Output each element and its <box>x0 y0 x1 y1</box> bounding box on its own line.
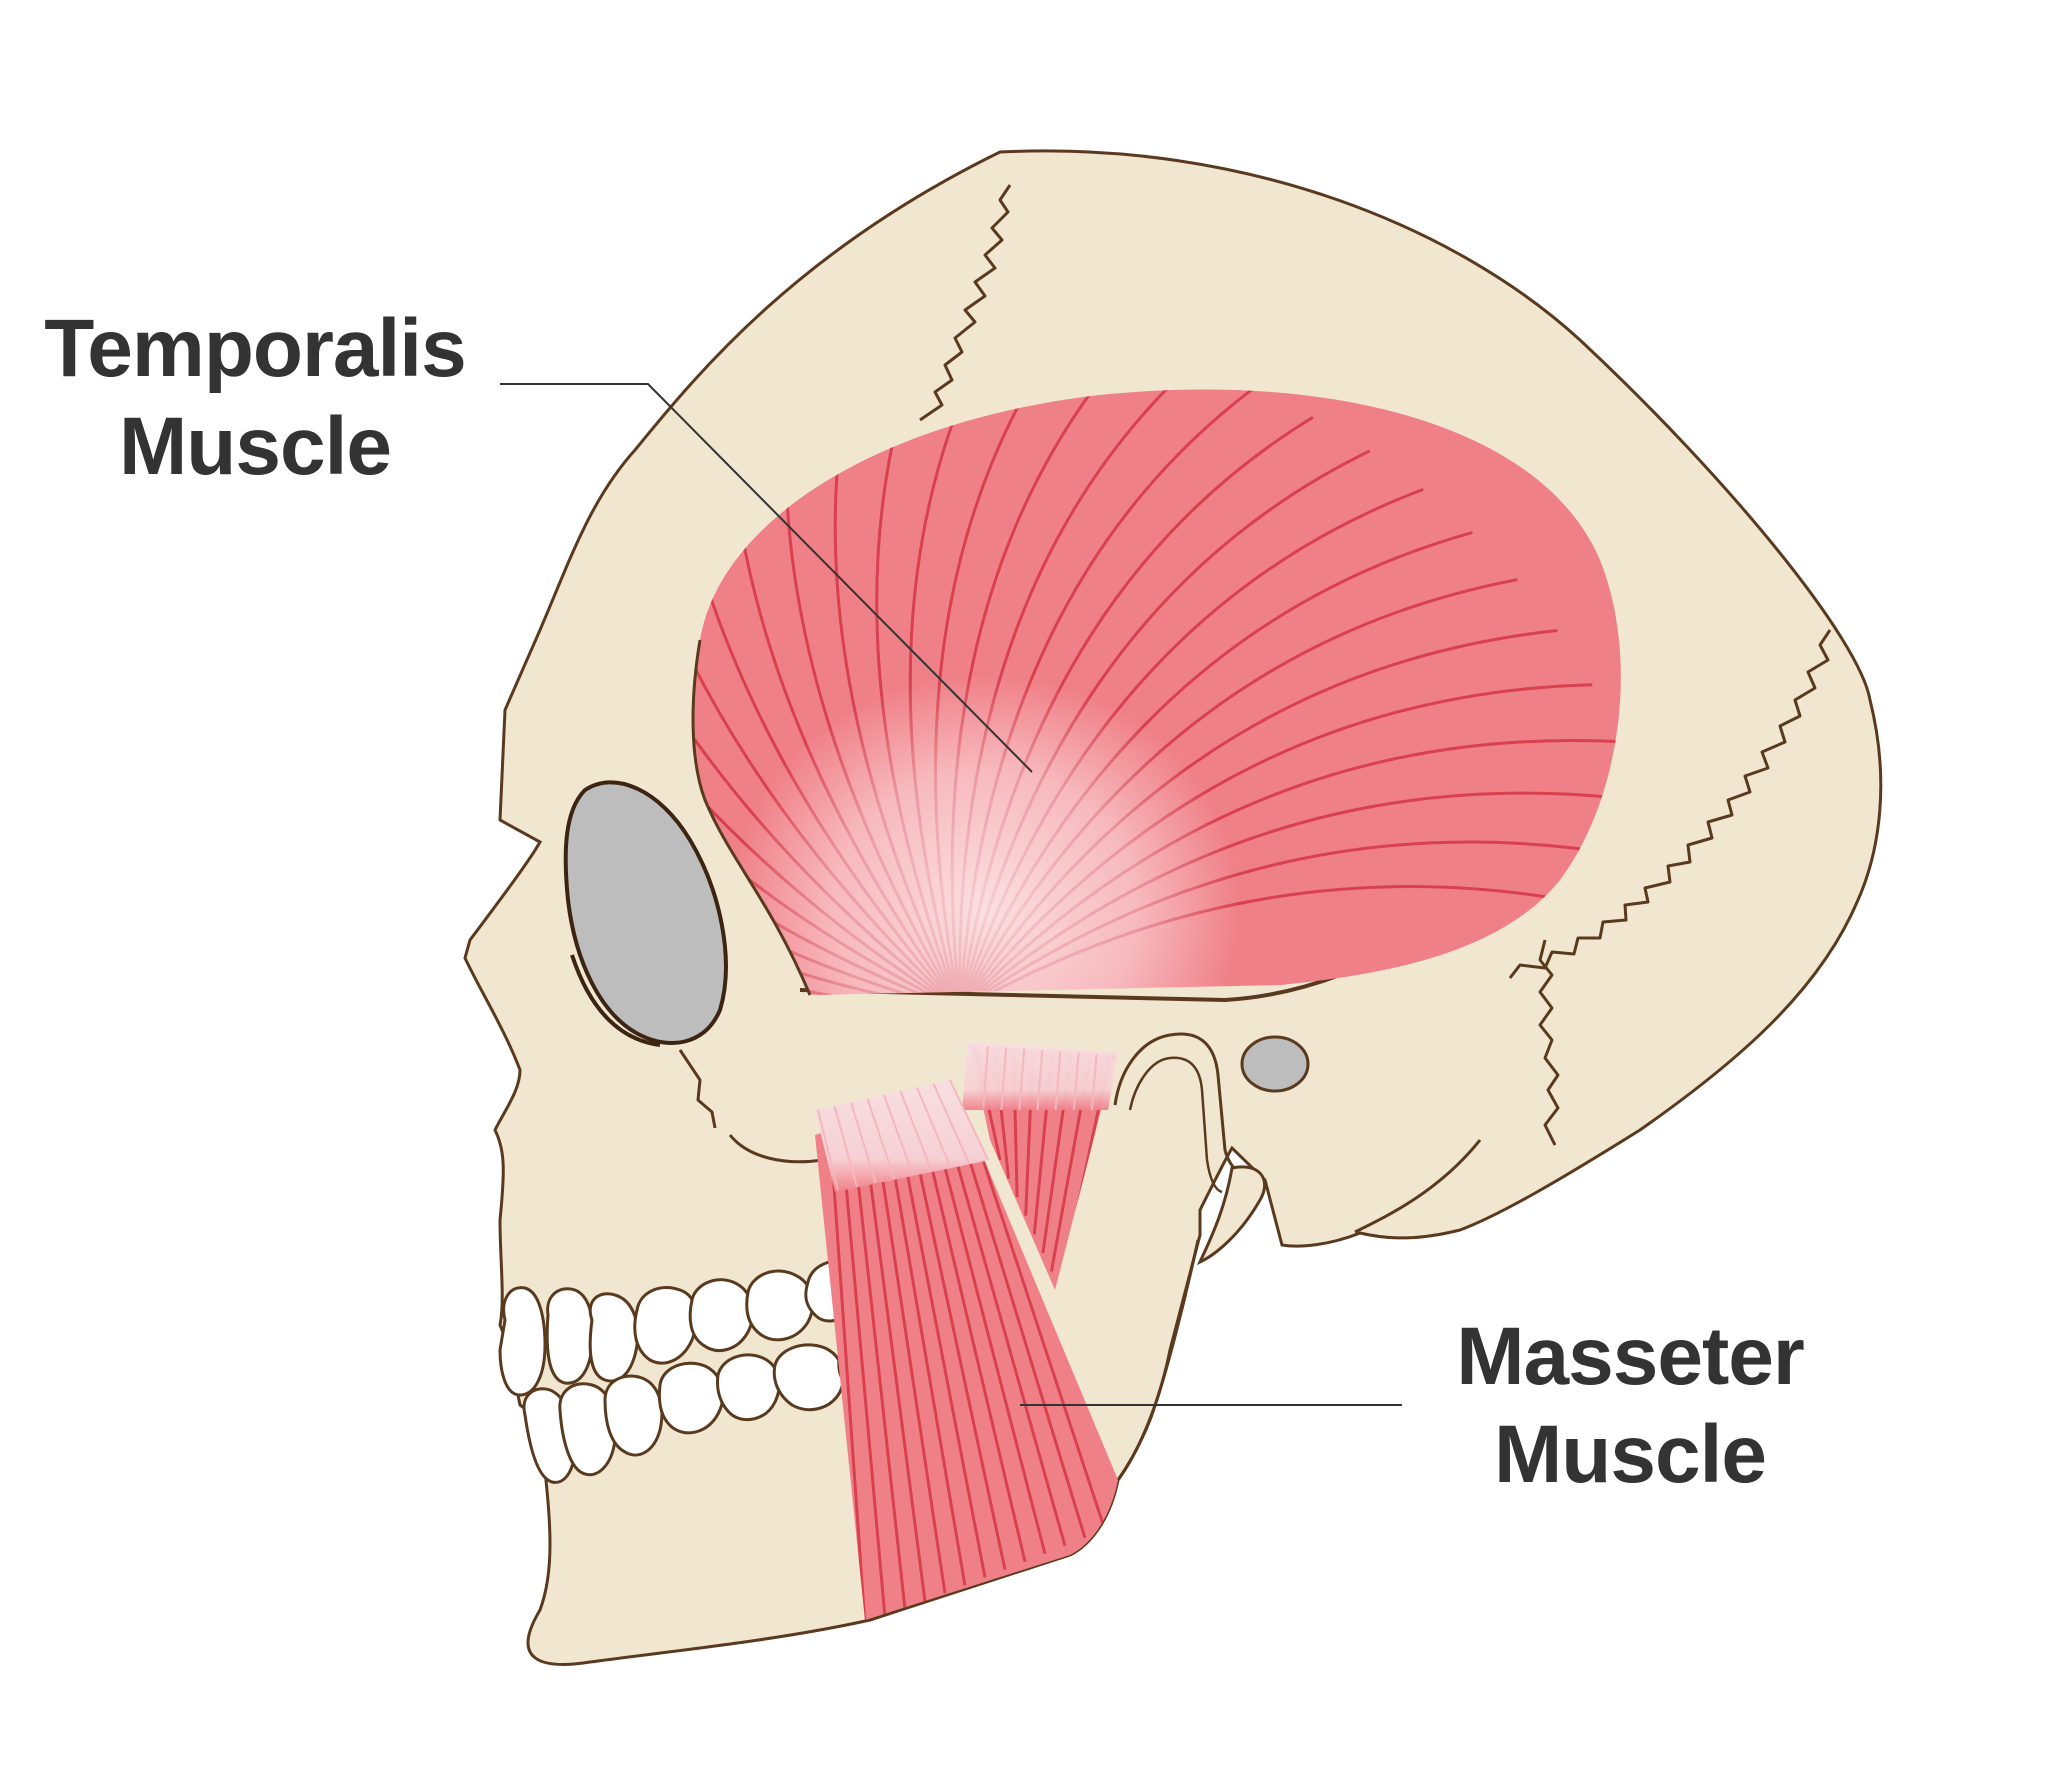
styloid-process <box>1196 1165 1267 1266</box>
lower-teeth <box>522 1332 864 1484</box>
zygomatic-suture <box>678 1049 717 1129</box>
temporalis-label-line1: Temporalis <box>44 303 466 394</box>
zygomatic-arch <box>799 973 1341 1003</box>
temporalis-label-line2: Muscle <box>119 401 392 492</box>
masseter-label-line1: Masseter <box>1456 1311 1805 1402</box>
masseter-superficial-fibers <box>828 1090 1107 1620</box>
squamosal-suture <box>1538 939 1560 1146</box>
temporalis-muscle-icon <box>691 389 1621 996</box>
temporalis-leader-line <box>500 383 1033 773</box>
eye-socket <box>563 780 728 1045</box>
temporalis-label: Temporalis Muscle <box>10 300 500 496</box>
orbit-rim <box>570 954 661 1047</box>
coronal-suture <box>919 184 1012 422</box>
masseter-superficial-tendon <box>815 1080 990 1192</box>
masseter-label: Masseter Muscle <box>1420 1308 1840 1504</box>
ear-canal <box>1240 1035 1310 1093</box>
mastoid-line <box>1354 1139 1482 1234</box>
lambdoid-suture <box>1508 629 1832 979</box>
masseter-muscle-icon <box>815 1042 1118 1620</box>
cheekbone-line <box>728 1134 823 1164</box>
temporalis-tendon <box>730 675 1240 995</box>
masseter-label-line2: Muscle <box>1494 1409 1767 1500</box>
condyle-inner <box>1128 1056 1223 1194</box>
